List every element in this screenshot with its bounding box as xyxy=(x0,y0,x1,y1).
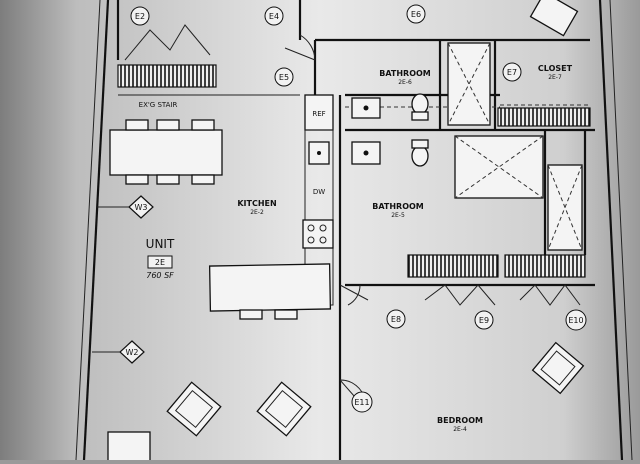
stair-label: EX'G STAIR xyxy=(139,101,178,109)
door-tag-e5: E5 xyxy=(279,73,289,82)
bathroom-top-name: BATHROOM xyxy=(379,69,431,78)
door-tag-e2: E2 xyxy=(135,12,145,21)
door-tags: E2 E4 E5 E6 E7 E8 E9 E10 E11 xyxy=(130,4,587,413)
dw-label: DW xyxy=(313,188,325,196)
door-tag-e10: E10 xyxy=(568,316,583,325)
door-tag-e6: E6 xyxy=(411,10,421,19)
bathroom-mid-name: BATHROOM xyxy=(372,202,424,211)
window-tags: W3 W2 xyxy=(92,195,154,364)
closet-number: 2E-7 xyxy=(548,74,562,81)
exterior-walls xyxy=(75,0,633,461)
room-labels: KITCHEN 2E-2 BATHROOM 2E-6 BATHROOM 2E-5… xyxy=(237,64,572,433)
bedroom-name: BEDROOM xyxy=(437,416,483,425)
door-tag-e9: E9 xyxy=(479,316,489,325)
unit-label: UNIT 2E 760 SF xyxy=(146,237,175,280)
bedroom-furniture xyxy=(107,0,585,463)
existing-stair: EX'G STAIR xyxy=(117,24,300,109)
kitchen-counter: REF DW xyxy=(208,94,334,320)
ref-label: REF xyxy=(312,110,325,118)
door-tag-e4: E4 xyxy=(269,12,279,21)
closet-name: CLOSET xyxy=(538,64,573,73)
unit-title: UNIT xyxy=(146,237,175,251)
unit-area: 760 SF xyxy=(146,271,174,280)
window-tag-w3: W3 xyxy=(135,203,148,212)
door-tag-e7: E7 xyxy=(507,68,517,77)
bathroom-fixtures xyxy=(351,42,583,251)
kitchen-number: 2E-2 xyxy=(250,209,264,216)
window-tag-w2: W2 xyxy=(126,348,139,357)
door-tag-e11: E11 xyxy=(354,398,369,407)
bathroom-top-number: 2E-6 xyxy=(398,79,412,86)
bedroom-closets xyxy=(407,107,591,306)
dining-island xyxy=(109,119,223,185)
bedroom-number: 2E-4 xyxy=(453,426,467,433)
unit-code: 2E xyxy=(155,258,165,267)
door-tag-e8: E8 xyxy=(391,315,401,324)
bathroom-mid-number: 2E-5 xyxy=(391,212,405,219)
kitchen-name: KITCHEN xyxy=(237,199,276,208)
